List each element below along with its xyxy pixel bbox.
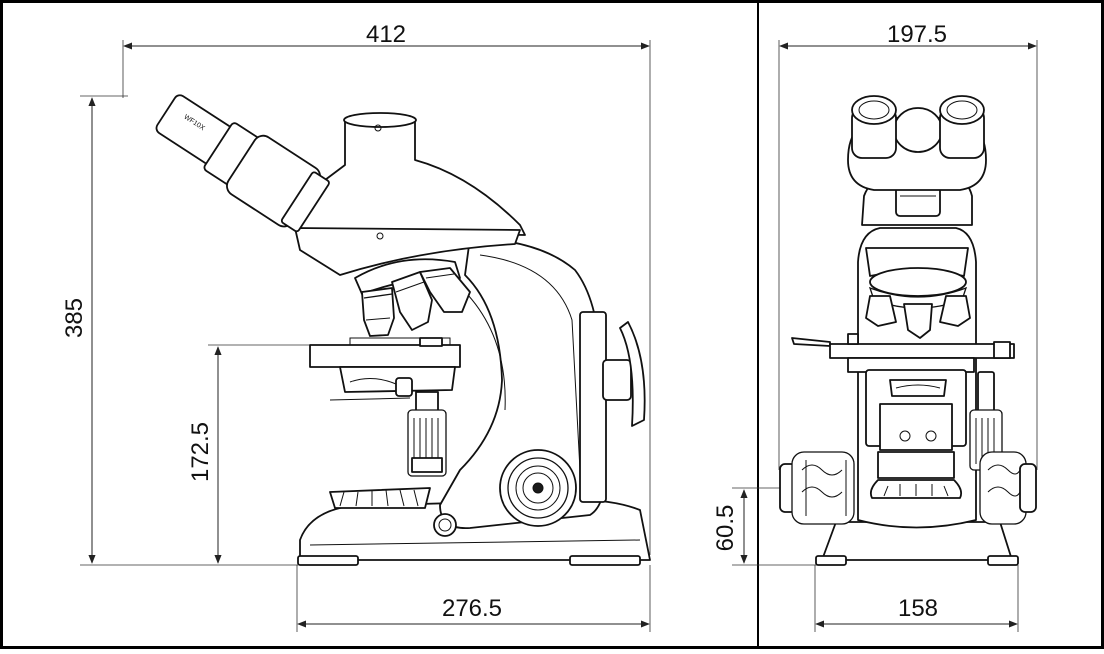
front-stage <box>791 333 1015 451</box>
dimension-front-width: 197.5 <box>778 21 1038 470</box>
side-head <box>289 119 526 236</box>
stage-plate <box>309 344 461 368</box>
label-side-width: 412 <box>366 21 406 48</box>
side-stage <box>309 337 461 477</box>
front-objective <box>903 303 933 339</box>
dimension-stage-height: 172.5 <box>187 344 330 564</box>
front-eyepiece-left <box>851 95 897 125</box>
microscope-side-view: WF10X <box>155 94 651 566</box>
label-focus-height: 60.5 <box>712 505 739 552</box>
front-nosepiece <box>869 267 967 297</box>
side-eyepiece: WF10X <box>155 94 330 233</box>
side-arm <box>439 237 606 529</box>
dimension-total-height: 385 <box>61 95 298 566</box>
microscope-front-view <box>779 95 1037 566</box>
label-front-width: 197.5 <box>887 21 947 48</box>
side-objectives <box>361 267 471 337</box>
front-focus-knob-left <box>779 451 855 525</box>
label-total-height: 385 <box>61 298 88 338</box>
front-eyepiece-right <box>939 95 985 125</box>
label-side-base: 276.5 <box>442 595 502 622</box>
front-focus-knob-right <box>979 451 1037 525</box>
side-field-lens <box>329 487 431 509</box>
front-stage-plate <box>829 343 1015 359</box>
dimension-side-width: 412 <box>122 21 651 555</box>
label-front-base: 158 <box>898 595 938 622</box>
dimension-side-base: 276.5 <box>296 565 651 632</box>
side-wheel <box>619 321 646 427</box>
dimension-focus-height: 60.5 <box>712 487 818 566</box>
label-stage-height: 172.5 <box>187 422 214 482</box>
dimension-front-base: 158 <box>814 565 1019 632</box>
